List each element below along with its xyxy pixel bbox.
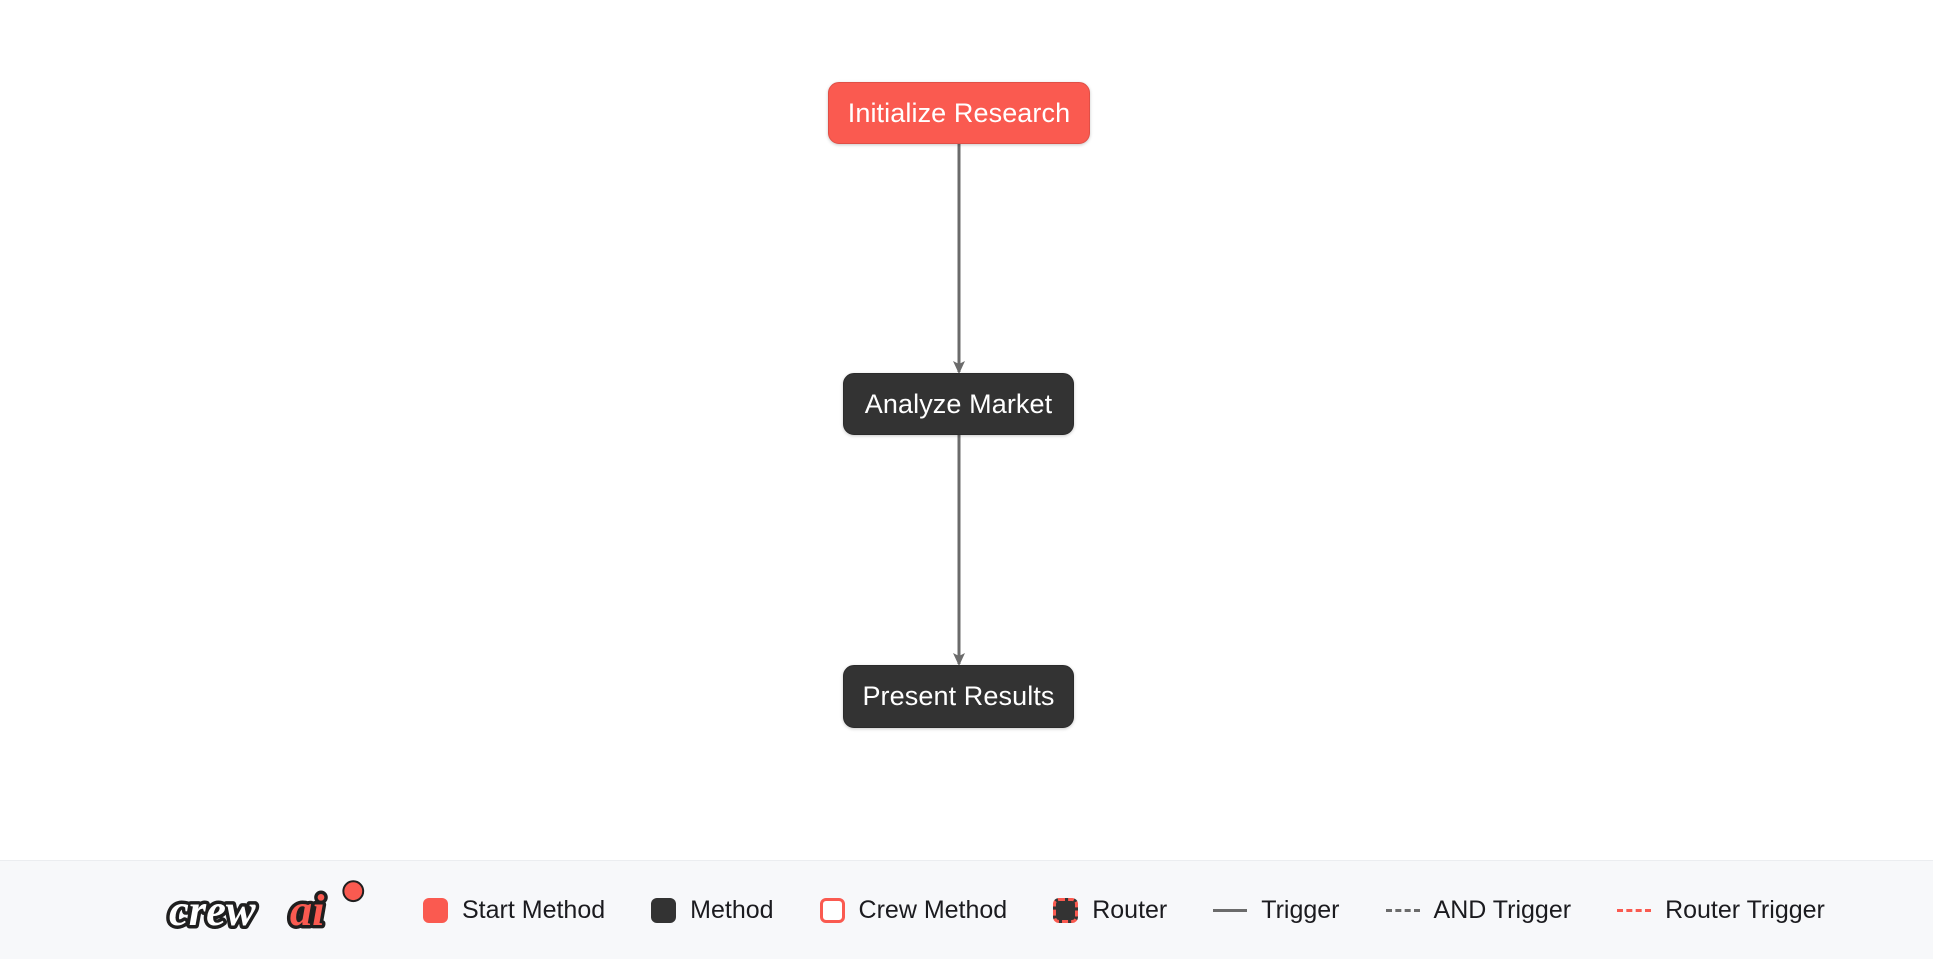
legend-item-method[interactable]: Method [651, 895, 774, 924]
crew-method-swatch-icon [819, 897, 845, 923]
legend-bar: crew crew ai ai Start Method Method Crew… [0, 860, 1933, 959]
and-trigger-line-icon [1385, 908, 1420, 912]
legend-item-crew-method[interactable]: Crew Method [819, 895, 1008, 924]
router-swatch-icon [1053, 897, 1079, 923]
router-trigger-line-icon [1617, 908, 1652, 912]
start-method-swatch-icon [423, 897, 448, 923]
flow-node-present-results[interactable]: Present Results [843, 665, 1074, 728]
legend-label: Crew Method [858, 895, 1008, 924]
method-swatch-icon [651, 897, 677, 923]
legend-item-and-trigger[interactable]: AND Trigger [1385, 895, 1572, 924]
legend-label: Start Method [462, 895, 606, 924]
legend-label: Method [690, 895, 774, 924]
legend-label: Router [1092, 895, 1168, 924]
legend-label: Router Trigger [1665, 895, 1825, 924]
crewai-logo: crew crew ai ai [165, 880, 365, 938]
trigger-line-icon [1213, 908, 1248, 912]
flow-canvas[interactable]: Initialize Research Analyze Market Prese… [0, 0, 1933, 860]
legend-label: Trigger [1261, 895, 1340, 924]
legend-items: Start Method Method Crew Method Router T… [423, 895, 1933, 924]
flow-node-analyze-market[interactable]: Analyze Market [843, 373, 1074, 435]
legend-item-start-method[interactable]: Start Method [423, 895, 606, 924]
svg-text:ai: ai [290, 885, 325, 935]
legend-item-router[interactable]: Router [1053, 895, 1168, 924]
flow-node-label: Initialize Research [847, 97, 1071, 128]
legend-item-trigger[interactable]: Trigger [1213, 895, 1340, 924]
flow-node-initialize-research[interactable]: Initialize Research [828, 82, 1090, 144]
legend-label: AND Trigger [1433, 895, 1572, 924]
legend-item-router-trigger[interactable]: Router Trigger [1617, 895, 1825, 924]
svg-text:crew: crew [169, 885, 256, 935]
svg-text:crew: crew [169, 885, 256, 935]
svg-text:ai: ai [290, 885, 325, 935]
flow-node-label: Present Results [862, 681, 1055, 711]
flow-node-label: Analyze Market [864, 388, 1053, 419]
